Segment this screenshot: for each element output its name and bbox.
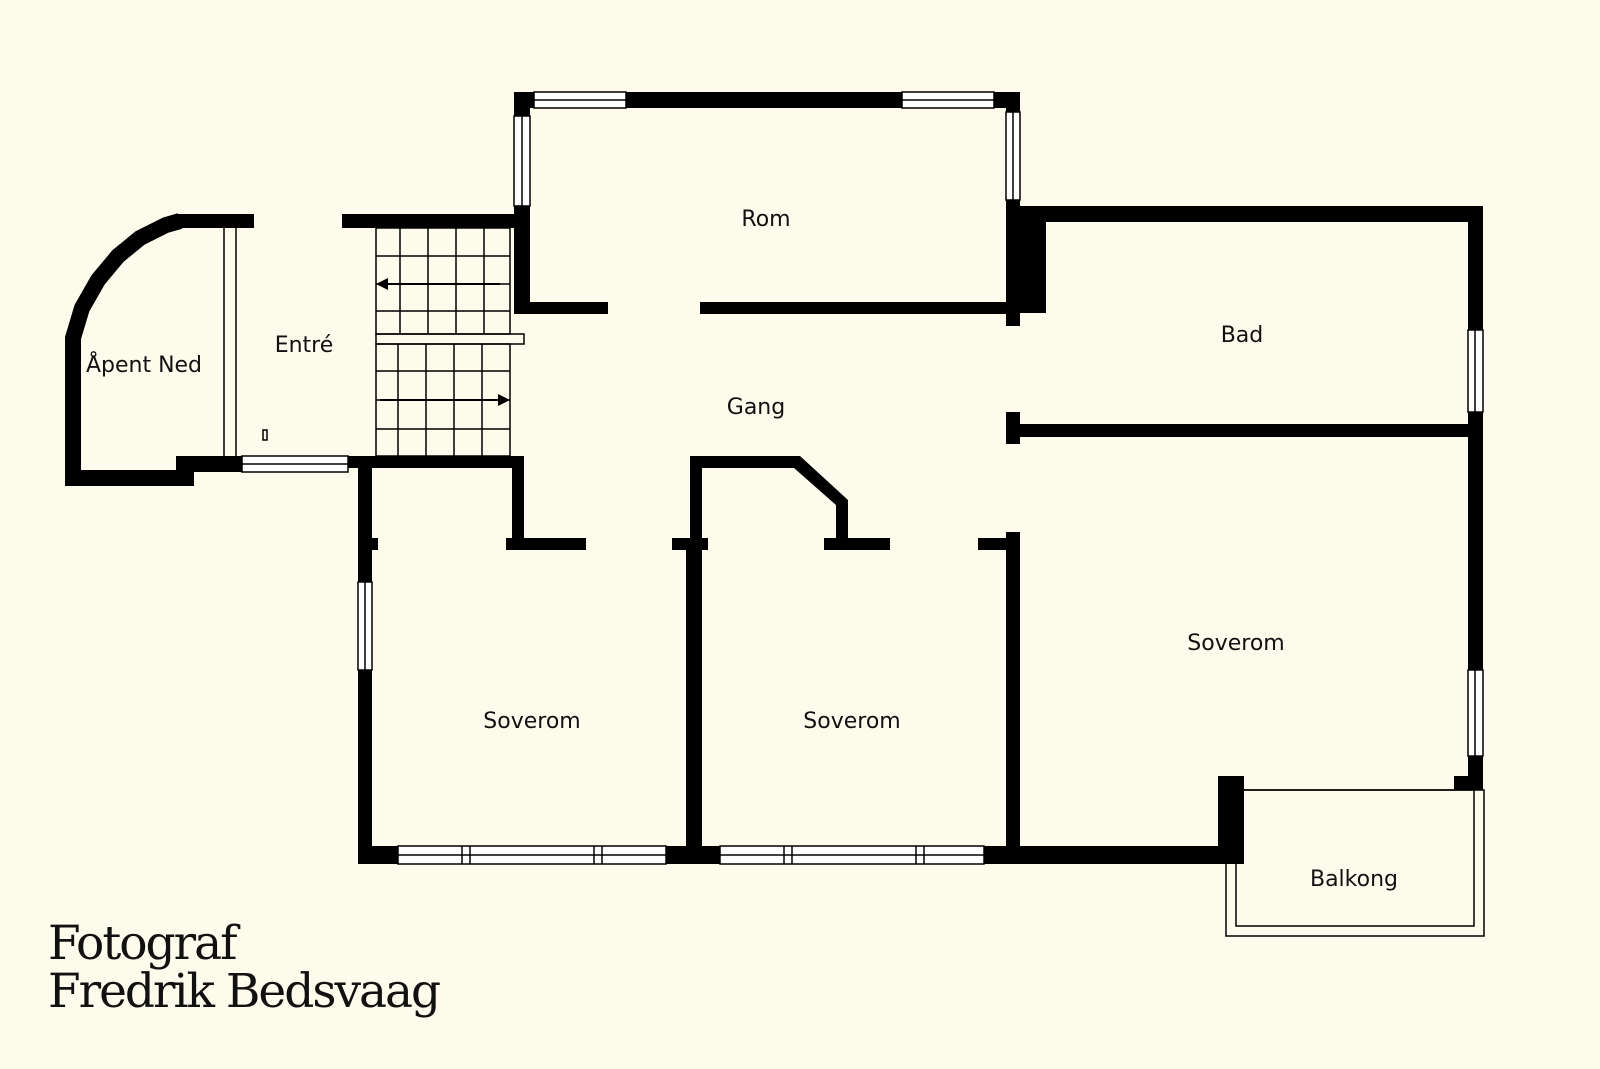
wall-bottom-mid-a [666,846,720,864]
room-label-soverom-middle: Soverom [803,709,900,734]
wall-rom-top-middle [626,92,902,108]
room-label-bad: Bad [1221,323,1264,348]
room-label-balkong: Balkong [1310,867,1398,892]
light-switch-icon [262,429,268,441]
windows [241,91,1484,865]
wall-column [1006,208,1046,313]
wall-bedroom-top-5 [978,538,1020,550]
wall-bad-top [1006,206,1483,222]
wall-rom-left-lower [514,206,530,310]
staircase [375,227,525,457]
wall-rom-left-upper [514,92,530,116]
wall-bottom-mid-b [984,846,1224,864]
entre-details [223,228,268,456]
wall-balkong-right [1454,776,1483,790]
wall-rom-bottom-right [700,302,1020,314]
wall-entre-top-right [342,214,530,228]
room-label-soverom-left: Soverom [483,709,580,734]
brand-line-2: Fredrik Bedsvaag [48,964,441,1019]
wall-closet-diagonal [794,456,848,550]
wall-gang-right-3 [1006,532,1020,852]
stairs-arrow-left-icon [376,278,388,290]
brand-line-1: Fotograf [48,916,238,971]
stairs-arrow-right-icon [498,394,510,406]
wall-gang-right-2 [1006,412,1020,444]
wall-bedroom-top-2 [506,538,586,550]
wall-closet-left-side [512,456,524,550]
wall-gang-right-1 [1006,310,1020,326]
wall-right-middle [1468,412,1483,670]
walls [65,92,1483,864]
room-label-gang: Gang [727,395,785,420]
wall-bedroom-top-1 [358,538,378,550]
wall-soverom-left-bottom [358,670,372,864]
wall-bedroom-top-4 [824,538,890,550]
wall-bad-bottom [1006,424,1483,437]
wall-apent-ned-curve [65,213,194,486]
wall-rom-bottom-left [514,302,608,314]
wall-soverom-left-top [358,464,372,582]
room-label-soverom-right: Soverom [1187,631,1284,656]
wall-rom-right-upper [1006,92,1020,112]
wall-closet-mid-top [690,456,800,468]
wall-bad-right [1468,206,1483,330]
wall-closet-mid-side [690,456,702,550]
room-label-entre: Entré [275,333,334,358]
wall-entre-top-left [176,214,254,228]
room-label-apent-ned: Åpent Ned [86,351,202,378]
balkong-railing [1225,789,1485,937]
wall-entre-bottom-right [348,456,524,468]
photographer-brand: Fotograf Fredrik Bedsvaag [48,916,441,1019]
stairs-landing [375,333,525,345]
wall-balkong-left [1218,776,1244,864]
wall-bedroom-divider [686,540,702,852]
room-label-rom: Rom [741,207,790,232]
